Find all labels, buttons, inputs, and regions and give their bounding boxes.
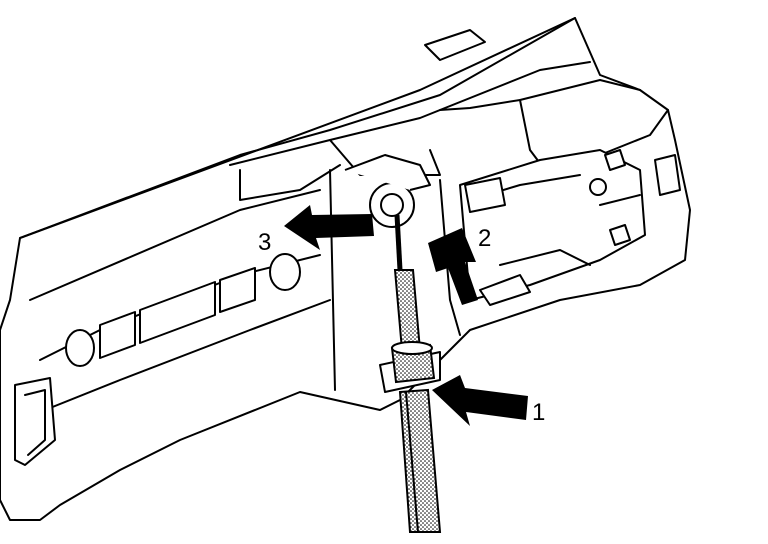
arrow-3 [284, 205, 374, 250]
slot-2 [139, 281, 216, 344]
slot-1 [99, 311, 136, 359]
inner-cable [394, 214, 403, 271]
arrow-2 [428, 228, 478, 305]
cable [390, 214, 442, 533]
round-hole-1 [65, 329, 95, 367]
release-lever [479, 274, 531, 306]
arrow-2-shape [428, 228, 478, 305]
callout-2-label: 2 [478, 225, 491, 252]
callout-1-label: 1 [532, 399, 545, 426]
housing-top-tab [424, 29, 486, 61]
arrow-1-shape [432, 375, 528, 426]
arrow-1 [432, 375, 528, 426]
cable-housing-lower [398, 388, 442, 533]
round-hole-2 [269, 253, 301, 291]
latch [464, 177, 506, 213]
slot-3 [219, 267, 256, 313]
mount-stud [589, 178, 607, 196]
arrow-3-shape [284, 205, 374, 250]
callout-3-label: 3 [258, 229, 271, 256]
housing [0, 17, 691, 521]
housing-top-ridge [19, 17, 576, 239]
